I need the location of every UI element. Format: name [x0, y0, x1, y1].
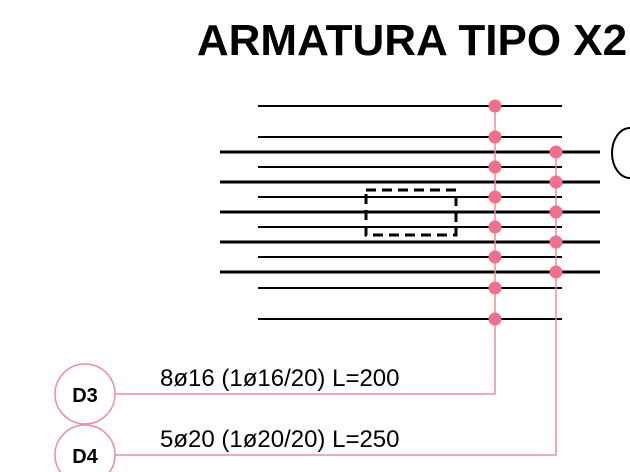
dashed-opening [364, 188, 458, 237]
drawing-title: ARMATURA TIPO X2 [197, 16, 627, 65]
bar-dot [488, 312, 502, 326]
short-lines [258, 105, 562, 320]
bar-tag-label: D4 [72, 446, 98, 468]
bar-dots-d4 [549, 145, 563, 279]
bar-dot [488, 220, 502, 234]
bar-dot [549, 205, 563, 219]
bar-dot [488, 250, 502, 264]
bar-spec-d4: 5ø20 (1ø20/20) L=250 [160, 426, 400, 453]
bar-tag-circle [54, 424, 116, 472]
bar-dot [488, 190, 502, 204]
long-lines [220, 150, 600, 274]
bar-spec-d3: 8ø16 (1ø16/20) L=200 [160, 365, 400, 392]
bar-tag-circle [54, 363, 116, 425]
bar-dots-d3 [488, 99, 502, 326]
bar-dot [488, 281, 502, 295]
cut-tag-circle [611, 127, 630, 179]
bar-tag-label: D3 [72, 385, 98, 407]
bar-dot [549, 265, 563, 279]
leader-d4 [112, 152, 557, 456]
bar-dot [488, 99, 502, 113]
leader-lines [112, 106, 557, 456]
bar-dot [488, 130, 502, 144]
bar-dot [549, 235, 563, 249]
leader-d3 [115, 106, 496, 395]
bar-tag-d3: D3 [54, 363, 116, 425]
bar-dot [488, 160, 502, 174]
bar-dot [549, 145, 563, 159]
bar-dot [549, 175, 563, 189]
bar-tag-d4: D4 [54, 424, 116, 472]
